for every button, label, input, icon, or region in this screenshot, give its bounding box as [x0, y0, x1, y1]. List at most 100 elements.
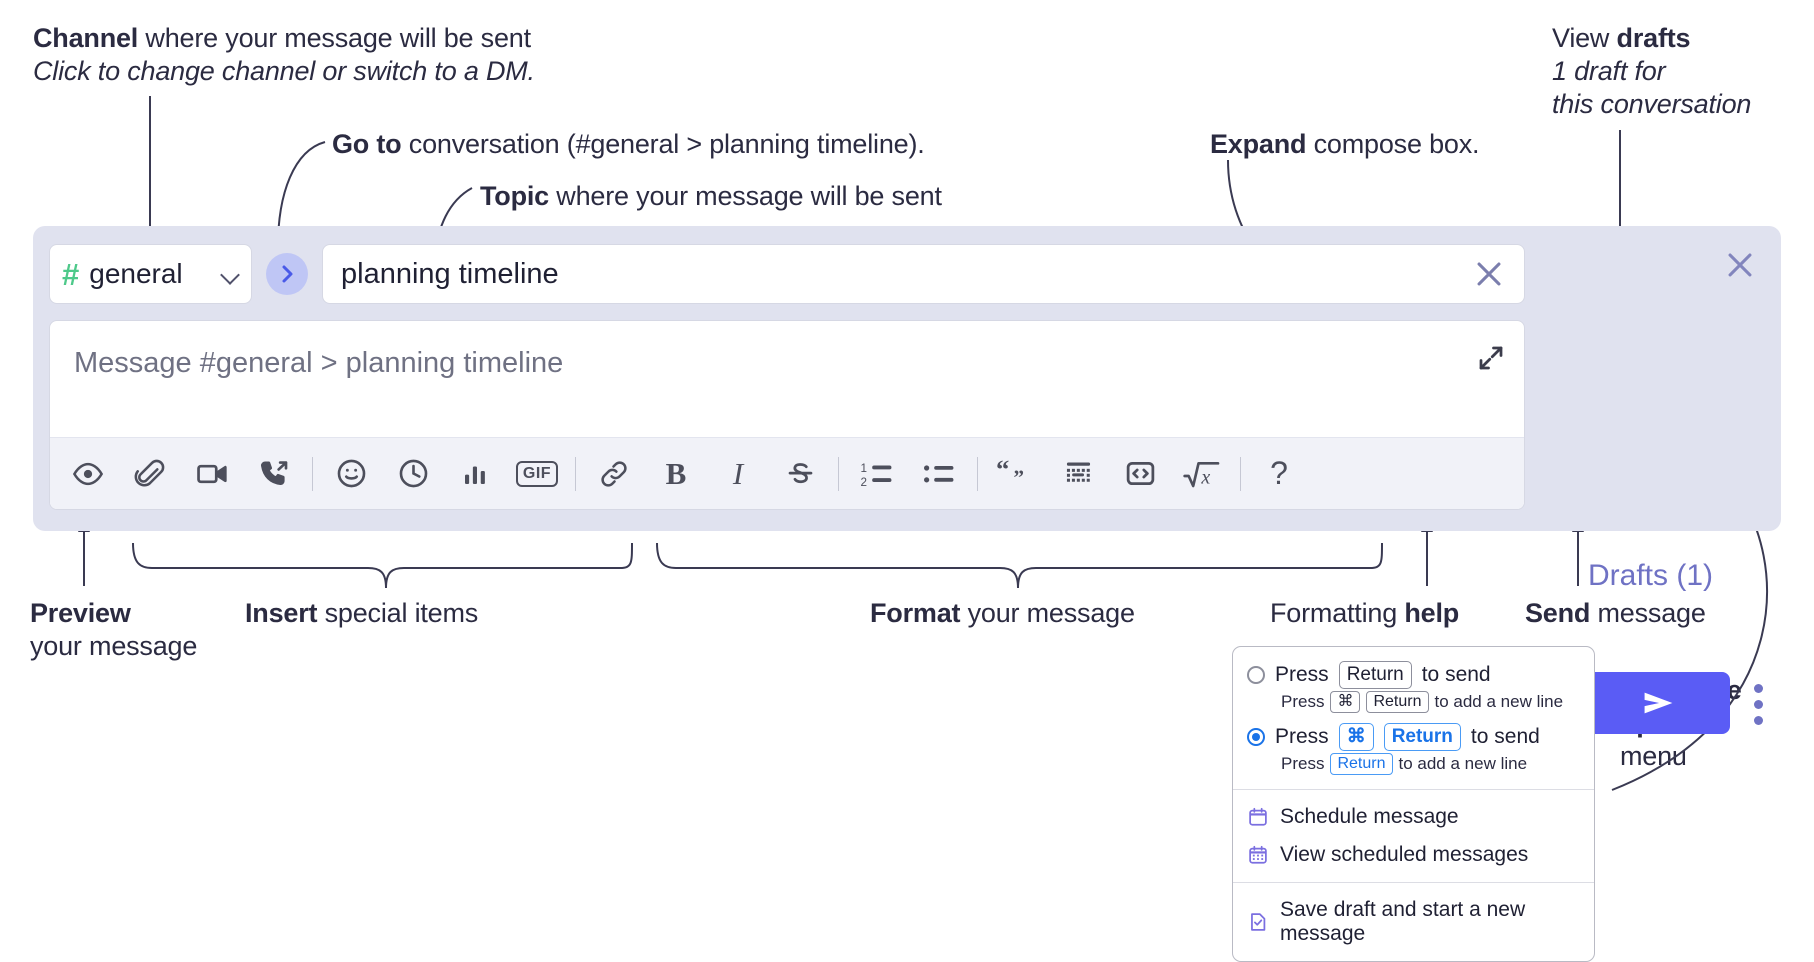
chevron-down-icon: [221, 265, 239, 283]
bold-icon: B: [665, 455, 687, 491]
brace-insert: [132, 542, 633, 589]
link-icon: [601, 460, 627, 487]
svg-text:2: 2: [861, 476, 868, 489]
compose-options-menu: Press Return to send Press ⌘ Return to a…: [1232, 646, 1595, 962]
annotation-expand-strong: Expand: [1210, 129, 1307, 159]
latex-button[interactable]: x: [1178, 450, 1226, 498]
phone-forward-icon: [261, 460, 288, 485]
close-icon: [1728, 253, 1752, 277]
video-clip-button[interactable]: [188, 450, 236, 498]
message-input-area[interactable]: Message #general > planning timeline: [49, 320, 1525, 510]
send-option-return-sub: Press ⌘ Return to add a new line: [1233, 690, 1594, 719]
paperclip-icon: [134, 459, 165, 486]
annotation-compose-options-rest: menu: [1620, 740, 1687, 771]
brace-format: [656, 542, 1383, 589]
compose-header-row: # general planning timeline: [49, 244, 1525, 304]
channel-selector[interactable]: # general: [49, 244, 252, 304]
annotation-channel-italic: Click to change channel or switch to a D…: [33, 55, 535, 86]
inline-code-button[interactable]: [1116, 450, 1164, 498]
annotation-send-strong: Send: [1525, 598, 1591, 628]
message-placeholder: Message #general > planning timeline: [74, 347, 564, 379]
gif-button[interactable]: GIF: [513, 450, 561, 498]
annotation-goto-strong: Go to: [332, 129, 402, 159]
compose-options-button[interactable]: [1745, 678, 1771, 730]
option-suffix-label: to send: [1421, 662, 1491, 686]
blockquote-button[interactable]: “ ”: [992, 450, 1040, 498]
channel-name-label: general: [89, 258, 183, 289]
link-button[interactable]: [590, 450, 638, 498]
key-return: Return: [1366, 690, 1429, 713]
option-press-label: Press: [1275, 724, 1329, 748]
annotation-insert-strong: Insert: [245, 598, 318, 628]
menu-item-label: Schedule message: [1280, 804, 1459, 828]
radio-return-to-send[interactable]: [1247, 665, 1265, 684]
kebab-dot: [1753, 699, 1763, 709]
annotation-topic: Topic where your message will be sent: [480, 180, 942, 213]
formatting-help-button[interactable]: ?: [1255, 450, 1303, 498]
poll-button[interactable]: [451, 450, 499, 498]
annotation-expand: Expand compose box.: [1210, 128, 1480, 161]
annotation-format-rest: your message: [960, 598, 1135, 628]
annotation-format: Format your message: [870, 597, 1135, 630]
drafts-link[interactable]: Drafts (1): [1588, 559, 1714, 592]
annotation-insert: Insert special items: [245, 597, 478, 630]
svg-text:“: “: [996, 458, 1009, 484]
key-return: Return: [1383, 722, 1461, 751]
menu-item-label: Save draft and start a new message: [1280, 897, 1526, 945]
annotation-topic-strong: Topic: [480, 181, 549, 211]
bulleted-list-icon: [924, 465, 954, 483]
key-command: ⌘: [1338, 722, 1374, 751]
emoji-button[interactable]: [327, 450, 375, 498]
option-suffix-label: to send: [1470, 724, 1540, 748]
annotation-help: Formatting help: [1270, 597, 1459, 630]
menu-item-view-scheduled-messages[interactable]: View scheduled messages: [1233, 836, 1594, 874]
sub-suffix-label: to add a new line: [1434, 691, 1564, 711]
expand-diagonal-icon: [1479, 346, 1503, 370]
italic-button[interactable]: I: [714, 450, 762, 498]
topic-value: planning timeline: [341, 257, 559, 290]
attach-file-button[interactable]: [126, 450, 174, 498]
annotation-channel-strong: Channel: [33, 23, 139, 53]
toolbar-divider: [838, 456, 839, 491]
annotation-format-strong: Format: [870, 598, 961, 628]
menu-divider: [1233, 788, 1594, 790]
annotation-send: Send message: [1525, 597, 1706, 630]
video-camera-icon: [197, 464, 227, 483]
menu-item-label: View scheduled messages: [1280, 842, 1529, 866]
send-option-cmd-return-sub: Press Return to add a new line: [1233, 752, 1594, 781]
preview-message-button[interactable]: [64, 450, 112, 498]
topic-clear-button[interactable]: [1472, 257, 1506, 291]
panel-close-button[interactable]: [1723, 248, 1757, 282]
annotation-drafts-strong: drafts: [1616, 23, 1691, 53]
toolbar-divider: [312, 456, 313, 491]
ordered-list-button[interactable]: 1 2: [853, 450, 901, 498]
compose-panel: # general planning timeline Message #g: [33, 226, 1781, 734]
send-option-return[interactable]: Press Return to send: [1233, 657, 1594, 691]
question-mark-icon: ?: [1270, 455, 1288, 491]
annotation-drafts-italic-1: 1 draft for: [1552, 55, 1666, 86]
goto-conversation-button[interactable]: [266, 253, 308, 295]
mention-later-button[interactable]: [389, 450, 437, 498]
toolbar-divider: [977, 456, 978, 491]
audio-clip-button[interactable]: [250, 450, 298, 498]
bulleted-list-button[interactable]: [915, 450, 963, 498]
bold-button[interactable]: B: [652, 450, 700, 498]
svg-text:x: x: [1200, 466, 1210, 488]
annotation-goto: Go to conversation (#general > planning …: [332, 128, 925, 161]
annotation-preview: Preview your message: [30, 597, 250, 663]
strikethrough-button[interactable]: [776, 450, 824, 498]
calendar-icon: [1249, 807, 1267, 826]
code-block-button[interactable]: [1054, 450, 1102, 498]
sub-press-label: Press: [1281, 691, 1325, 711]
expand-compose-button[interactable]: [1476, 343, 1506, 373]
annotation-drafts-lead: View: [1552, 23, 1617, 53]
send-option-cmd-return[interactable]: Press ⌘ Return to send: [1233, 719, 1594, 753]
menu-item-schedule-message[interactable]: Schedule message: [1233, 798, 1594, 836]
send-paper-plane-icon: [1644, 692, 1672, 714]
eye-icon: [72, 462, 104, 485]
topic-input[interactable]: planning timeline: [322, 244, 1525, 304]
radio-cmd-return-to-send[interactable]: [1247, 727, 1265, 746]
menu-item-save-draft[interactable]: Save draft and start a new message: [1233, 891, 1594, 953]
send-message-button[interactable]: [1585, 672, 1730, 734]
annotation-drafts-italic-2: this conversation: [1552, 88, 1752, 119]
